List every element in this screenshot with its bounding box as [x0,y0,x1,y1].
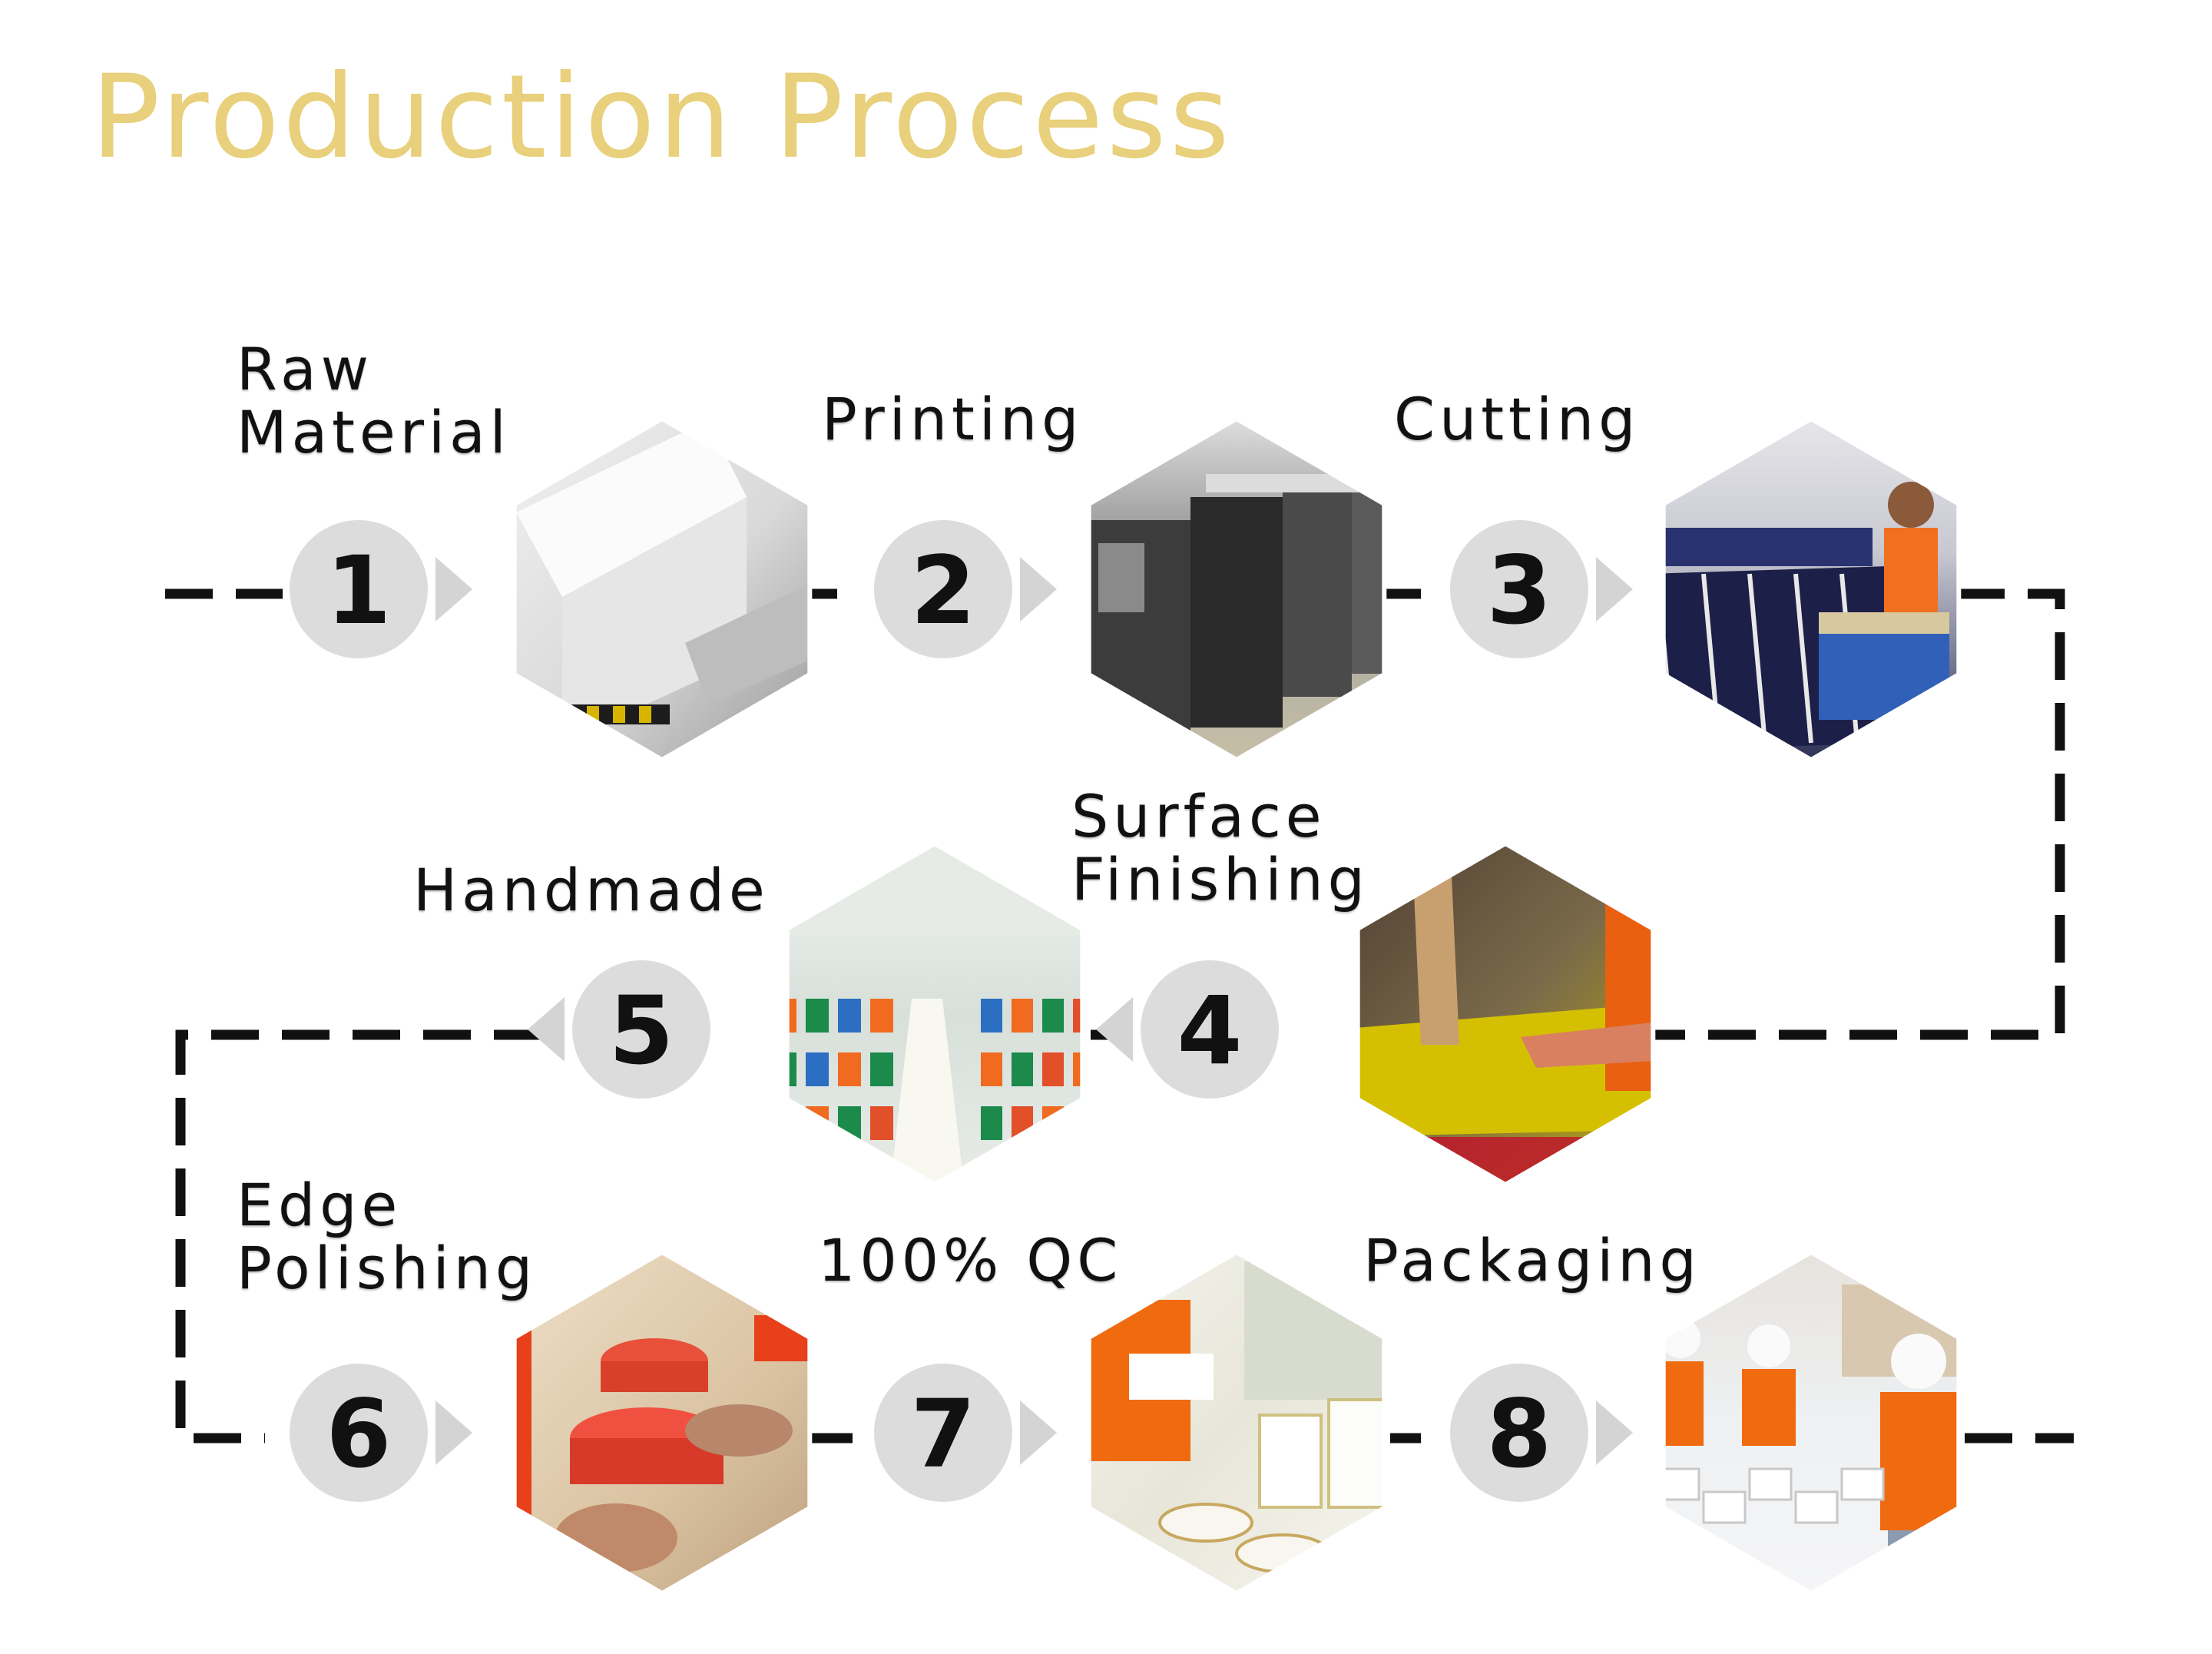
step-4: 4 [1096,840,1656,1188]
step-circle [874,1364,1012,1502]
arrow-right-icon [435,1400,472,1465]
step-number: 8 [1487,1380,1552,1489]
page-title: Production Process [91,51,1233,184]
hexagon-frame [1661,1249,1962,1596]
paper-stack-photo [514,419,810,760]
cutting-machine-photo [1663,419,1959,760]
step-label: Edge Polishing [237,1171,538,1303]
step-7: 7 [874,1249,1387,1596]
step-number: 7 [911,1380,976,1489]
connector-line-4 [1655,588,2065,1040]
step-label: Surface Finishing [1071,782,1369,914]
workshop-photo [786,844,1083,1185]
hexagon-frame [1355,840,1656,1188]
connector-lines [165,588,2074,1444]
hexagon-frame [1086,1249,1387,1596]
hexagon-frame [1086,416,1387,763]
surface-finishing-photo [1357,844,1654,1185]
step-label: 100% QC [818,1226,1123,1294]
step-label: Cutting [1394,385,1641,453]
step-circle [1450,1364,1588,1502]
step-number: 5 [609,976,674,1086]
step-number: 6 [326,1380,392,1489]
connector-line-6 [175,1029,541,1444]
arrow-right-icon [1020,557,1057,621]
step-label: Printing [822,385,1084,453]
step-number: 4 [1177,976,1243,1086]
arrow-left-icon [528,997,565,1062]
arrow-right-icon [435,557,472,621]
step-number: 3 [1487,536,1552,645]
step-label: Raw Material [237,335,511,467]
step-circle [1450,520,1588,658]
hexagon-frame [512,416,813,763]
printing-press-photo [1088,419,1385,760]
step-circle [290,520,428,658]
step-circle [572,960,710,1099]
hexagon-frame [784,840,1085,1188]
step-label: Packaging [1363,1226,1701,1294]
step-3: 3 [1450,416,1962,763]
step-number: 2 [911,536,976,645]
step-2: 2 [874,416,1387,763]
arrow-right-icon [1596,1400,1633,1465]
arrow-right-icon [1596,557,1633,621]
step-number: 1 [326,536,392,645]
hexagon-frame [1661,416,1962,763]
step-8: 8 [1450,1249,1962,1596]
step-circle [1141,960,1279,1099]
step-6: 6 [290,1249,813,1596]
edge-polishing-photo [514,1252,810,1593]
step-label: Handmade [413,856,770,924]
step-1: 1 [290,416,813,763]
step-circle [290,1364,428,1502]
arrow-left-icon [1096,997,1133,1062]
step-circle [874,520,1012,658]
hexagon-frame [512,1249,813,1596]
arrow-right-icon [1020,1400,1057,1465]
